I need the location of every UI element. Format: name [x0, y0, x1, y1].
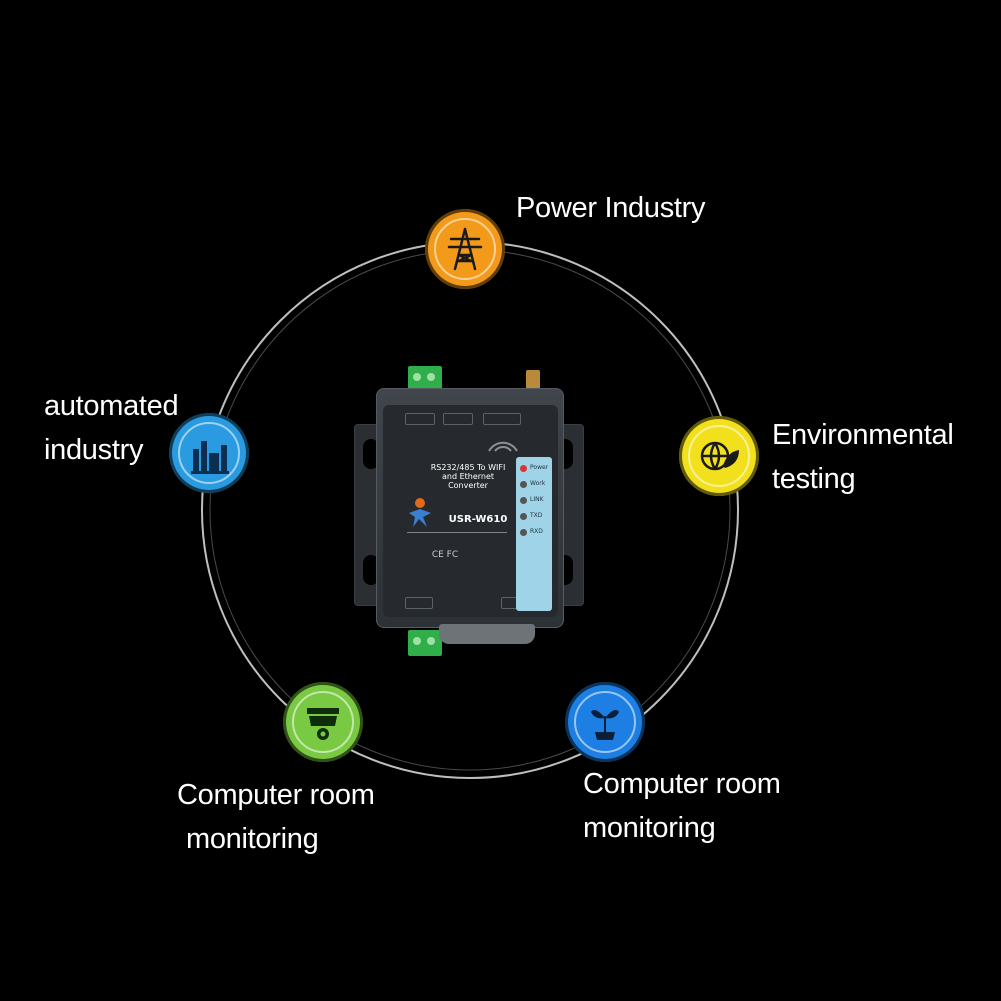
device-face: RS232/485 To WIFI and Ethernet Converter… [383, 405, 558, 617]
computer-room-monitoring-right-label: Computer room monitoring [583, 768, 781, 844]
environmental-testing-label: Environmental testing [772, 419, 954, 495]
led-work [520, 481, 527, 488]
power-industry-label: Power Industry [516, 192, 706, 224]
device-title: RS232/485 To WIFI and Ethernet Converter [430, 463, 506, 490]
led-power [520, 465, 527, 472]
camera-dome-icon [307, 708, 339, 740]
usr-w610-converter-device: RS232/485 To WIFI and Ethernet Converter… [354, 362, 584, 662]
person-logo-icon [409, 498, 431, 527]
led-label-txd: TXD [530, 512, 543, 519]
cert-marks: CE FC [431, 550, 459, 560]
terminal-block-bottom [408, 630, 442, 656]
environmental-testing-badge [679, 416, 759, 496]
power-tower-icon [447, 227, 483, 271]
led-label-work: Work [530, 480, 546, 487]
sprout-icon [591, 710, 619, 740]
led-label-rxd: RXD [530, 528, 543, 535]
wifi-icon [488, 441, 518, 452]
globe-leaf-icon [700, 441, 739, 471]
rst-tag [405, 413, 435, 425]
led-label-link: LINK [530, 496, 544, 503]
led-label-power: Power [530, 464, 549, 471]
device-model: USR-W610 [448, 514, 508, 525]
antenna-tag [483, 413, 521, 425]
device-body: RS232/485 To WIFI and Ethernet Converter… [376, 388, 564, 628]
led-link [520, 497, 527, 504]
led-panel: Power Work LINK TXD RXD [516, 457, 552, 611]
computer-room-monitoring-left-badge [283, 682, 363, 762]
reload-tag [443, 413, 473, 425]
automated-industry-label: automated industry [44, 390, 179, 466]
power-industry-badge [425, 209, 505, 289]
db9-serial-port [439, 624, 535, 644]
computer-room-monitoring-right-badge [565, 682, 645, 762]
factory-icon [191, 441, 229, 474]
bottom-tag-left [405, 597, 433, 609]
terminal-block-top [408, 366, 442, 392]
automated-industry-badge [169, 413, 249, 493]
led-rxd [520, 529, 527, 536]
computer-room-monitoring-left-label: Computer room monitoring [177, 779, 375, 855]
led-txd [520, 513, 527, 520]
